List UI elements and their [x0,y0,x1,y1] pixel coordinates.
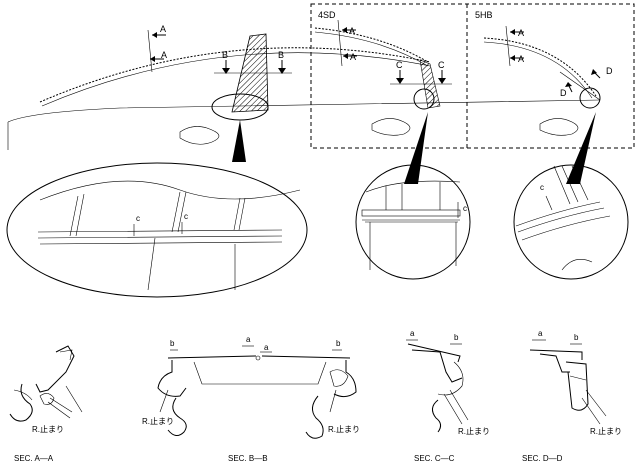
dim-c-2: c [184,212,188,221]
sedan-panel: 4SD A A C C [314,10,452,136]
hatchback-panel: 5HB A A D D [475,10,613,136]
section-cc: a b R.止まり SEC. C—C [406,329,490,463]
section-letter-a6: A [518,54,524,64]
section-dd: a b R.止まり SEC. D—D [522,329,622,463]
section-letter-d1: D [560,88,567,98]
callout-circle-d [579,87,601,109]
roof-side-view [7,33,601,150]
section-letter-a4: A [350,52,356,62]
callout-circle-c [413,88,435,110]
variant-inset-box [310,3,635,149]
stop-label-bb-2: R.止まり [328,424,360,434]
dim-a-3: a [410,329,415,338]
dim-b-4: b [574,333,579,342]
sedan-label: 4SD [318,10,336,20]
dim-b-2: b [336,339,341,348]
detail-circle-c: c [355,112,471,280]
dim-a-1: a [246,335,251,344]
section-letter-a2: A [161,50,167,60]
section-mark-a: A A [147,24,167,73]
dim-c-4: c [540,183,544,192]
stop-label-bb-1: R.止まり [142,416,174,426]
dim-a-4: a [538,329,543,338]
stop-label-cc: R.止まり [458,426,490,436]
dim-c-1: c [136,214,140,223]
stop-label-aa: R.止まり [32,424,64,434]
section-letter-d2: D [606,66,613,76]
dim-a-2: a [264,343,269,352]
section-letter-b2: B [278,50,284,60]
section-letter-a3: A [349,26,355,36]
dim-b-3: b [454,333,459,342]
section-letter-a5: A [518,28,524,38]
dim-b-1: b [170,339,175,348]
section-letter-c2: C [438,60,445,70]
section-mark-b: B B [214,50,292,74]
detail-ellipse-b: c c [6,120,308,298]
caption-sec-dd: SEC. D—D [522,454,563,463]
section-aa: R.止まり SEC. A—A [9,345,83,463]
caption-sec-bb: SEC. B—B [228,454,268,463]
section-letter-c1: C [396,60,403,70]
caption-sec-aa: SEC. A—A [14,454,54,463]
detail-circle-d: c [513,112,629,280]
section-letter-a1: A [160,24,166,34]
section-letter-b1: B [222,50,228,60]
hatchback-label: 5HB [475,10,493,20]
dim-c-3: c [463,204,467,213]
section-bb: b a a b R.止まり R.止まり SEC. B—B [142,335,360,463]
stop-label-dd: R.止まり [590,426,622,436]
caption-sec-cc: SEC. C—C [414,454,455,463]
